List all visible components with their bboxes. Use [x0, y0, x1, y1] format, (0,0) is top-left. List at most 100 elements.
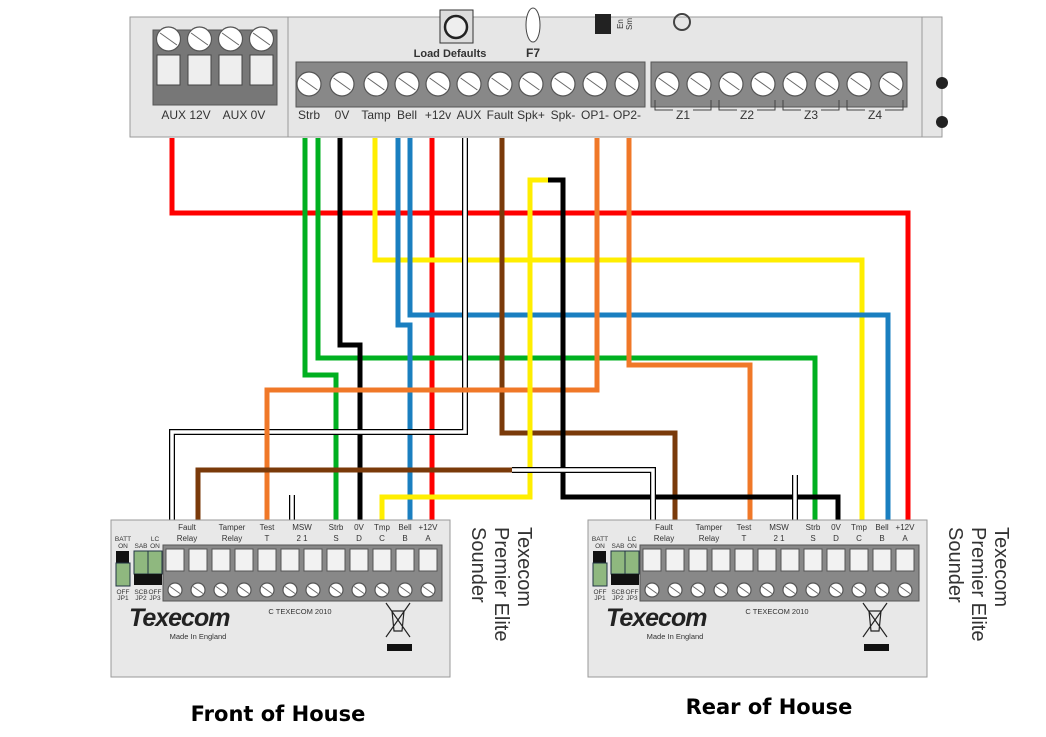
terminal-clamp	[826, 548, 846, 572]
jumper-jp2	[610, 550, 626, 575]
terminal-clamp	[895, 548, 915, 572]
screw-slot-icon	[715, 586, 727, 594]
terminal-label: S	[333, 534, 338, 543]
copyright-label: C TEXECOM 2010	[745, 607, 808, 616]
terminal-clamp	[757, 548, 777, 572]
screw-slot-icon	[252, 32, 271, 46]
screw-slot-icon	[333, 77, 351, 91]
wire-bell-rear	[407, 138, 891, 520]
rear-of-house-caption: Rear of House	[686, 695, 853, 719]
terminal-clamp	[249, 54, 274, 86]
terminal-label: Strb	[806, 523, 821, 532]
terminal-label: Relay	[177, 534, 197, 543]
terminal-label: +12V	[896, 523, 916, 532]
screw-slot-icon	[554, 77, 572, 91]
screw-slot-icon	[850, 77, 868, 91]
terminal-label-Spk-: Spk-	[551, 108, 576, 122]
zone-label-Z1: Z1	[676, 108, 690, 122]
screw-slot-icon	[853, 586, 865, 594]
sounder-model-label: Premier Elite	[490, 527, 512, 641]
terminal-label-Spk+: Spk+	[517, 108, 545, 122]
jumper-pin	[134, 574, 148, 585]
weee-bin-icon	[862, 602, 888, 638]
jumper-label-scb: SCB	[134, 589, 147, 596]
terminal-label: T	[742, 534, 747, 543]
terminal-clamp	[665, 548, 685, 572]
terminal-clamp	[303, 548, 323, 572]
screw-slot-icon	[669, 586, 681, 594]
screw-slot-icon	[722, 77, 740, 91]
wire-aux-front-fault	[170, 138, 467, 520]
screw-slot-icon	[818, 77, 836, 91]
small-label: Sm	[625, 18, 634, 30]
made-in-label: Made In England	[170, 632, 227, 641]
copyright-label: C TEXECOM 2010	[268, 607, 331, 616]
terminal-clamp	[642, 548, 662, 572]
terminal-clamp	[418, 548, 438, 572]
terminal-label: 2 1	[773, 534, 785, 543]
terminal-clamp	[257, 548, 277, 572]
screw-slot-icon	[190, 32, 209, 46]
terminal-label-0V: 0V	[335, 108, 350, 122]
terminal-clamp	[395, 548, 415, 572]
terminal-label: MSW	[292, 523, 312, 532]
terminal-clamp	[156, 54, 181, 86]
screw-slot-icon	[353, 586, 365, 594]
jumper-label-batt_on: BATT	[115, 536, 131, 543]
sounder-model-label: Premier Elite	[967, 527, 989, 641]
terminal-label: Relay	[654, 534, 674, 543]
screw-slot-icon	[522, 77, 540, 91]
jumper-label-off: OFF	[626, 589, 639, 596]
screw-slot-icon	[169, 586, 181, 594]
screw-slot-icon	[807, 586, 819, 594]
terminal-label: Test	[737, 523, 752, 532]
jumper-label-batt_on: BATT	[592, 536, 608, 543]
weee-bin-icon	[385, 602, 411, 638]
zone-label-Z3: Z3	[804, 108, 818, 122]
terminal-clamp	[349, 548, 369, 572]
terminal-label-AUX: AUX	[457, 108, 482, 122]
jumper-jp2	[133, 550, 149, 575]
terminal-label: Tmp	[374, 523, 391, 532]
terminal-label: MSW	[769, 523, 789, 532]
screw-slot-icon	[238, 586, 250, 594]
terminal-label: C	[379, 534, 385, 543]
terminal-label-OP2-: OP2-	[613, 108, 641, 122]
jumper-label-jp3: JP3	[149, 595, 161, 602]
terminal-clamp	[372, 548, 392, 572]
screw-slot-icon	[876, 586, 888, 594]
f7-label: F7	[526, 46, 540, 60]
jumper-label-jp1: JP1	[117, 595, 129, 602]
sounder-model-label: Sounder	[944, 527, 966, 603]
jumper-jp3	[147, 550, 163, 575]
zone-bracket	[718, 100, 776, 111]
jumper-pin	[625, 574, 639, 585]
jumper-label-jp2: JP2	[135, 595, 147, 602]
screw-slot-icon	[784, 586, 796, 594]
terminal-label: Bell	[398, 523, 412, 532]
terminal-label-+12v: +12v	[425, 108, 451, 122]
screw-slot-icon	[690, 77, 708, 91]
wire-strb-rear	[315, 138, 818, 520]
terminal-label-Fault: Fault	[487, 108, 514, 122]
screw-slot-icon	[586, 77, 604, 91]
terminal-label: 0V	[354, 523, 364, 532]
zone-label-Z4: Z4	[868, 108, 882, 122]
screw-slot-icon	[899, 586, 911, 594]
terminal-clamp	[218, 54, 243, 86]
sounder-model-label: Sounder	[467, 527, 489, 603]
jumper-label-off: OFF	[117, 589, 130, 596]
aux-12v-label: AUX 12V	[161, 108, 210, 122]
jumper-pin	[148, 574, 162, 585]
made-in-label: Made In England	[647, 632, 704, 641]
terminal-clamp	[280, 548, 300, 572]
terminal-label: Fault	[178, 523, 197, 532]
terminal-clamp	[688, 548, 708, 572]
mount-hole-icon	[936, 77, 948, 89]
terminal-label: D	[356, 534, 362, 543]
front-of-house-caption: Front of House	[191, 702, 366, 726]
terminal-label: Strb	[329, 523, 344, 532]
terminal-label: Test	[260, 523, 275, 532]
wire-tamper-loop-rear	[548, 177, 841, 520]
